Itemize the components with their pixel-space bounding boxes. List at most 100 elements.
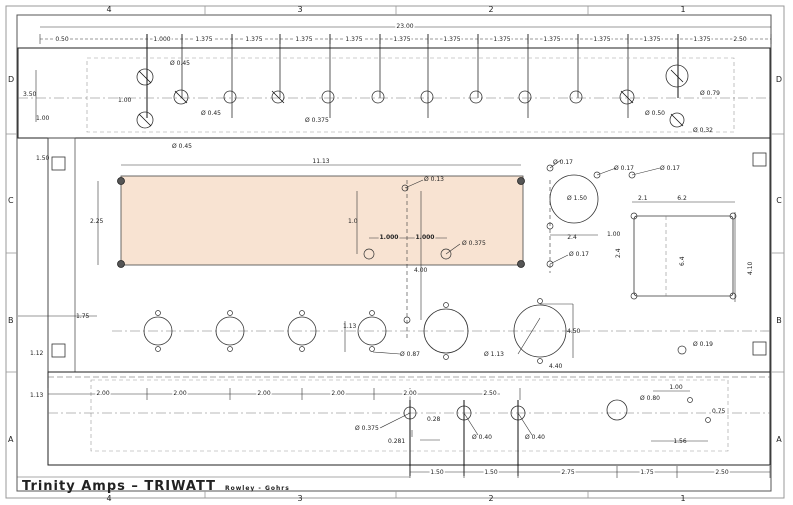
socket-screw	[369, 346, 375, 352]
back-dim-100: 1.00	[669, 384, 683, 391]
back-dim-label: 2.00	[96, 390, 110, 397]
left-dim-100a: 1.00	[118, 97, 132, 104]
zone-col-4-bottom: 4	[106, 494, 111, 503]
callout-c-017b: Ø 0.17	[614, 165, 634, 172]
top-dim-label: 1.375	[693, 36, 710, 43]
socket-screw	[155, 346, 161, 352]
top-dim-label: 0.50	[55, 36, 69, 43]
square-c-left	[51, 156, 66, 171]
dim-c-24b: 2.4	[615, 248, 622, 258]
front-panel-hole	[665, 64, 689, 88]
front-panel-hole	[136, 68, 154, 86]
front-panel-hole	[569, 90, 583, 104]
zone-row-a-left: A	[8, 435, 14, 444]
front-panel-hole	[469, 90, 483, 104]
callout-d-032: Ø 0.32	[693, 127, 713, 134]
dim-c-64: 6.4	[679, 256, 686, 266]
top-dim-label: 1.375	[543, 36, 560, 43]
callout-a-040a: Ø 0.40	[472, 434, 492, 441]
socket-screw	[369, 310, 375, 316]
callout-d-045a: Ø 0.45	[170, 60, 190, 67]
pcb-width-label: 11.13	[312, 158, 329, 165]
front-hole-leader	[670, 69, 684, 83]
socket-screw	[443, 302, 449, 308]
back-small-hole	[705, 417, 711, 423]
pcb-1000-b: 1.000	[416, 234, 435, 241]
front-hole-leader	[138, 113, 152, 127]
left-dim-113: 1.13	[30, 392, 44, 399]
zone-row-b-right: B	[776, 316, 782, 325]
back-small-hole	[687, 397, 693, 403]
callout-c-0375: Ø 0.375	[462, 240, 486, 247]
pcb-mount-hole	[117, 260, 125, 268]
socket-screw	[227, 346, 233, 352]
callout-d-079: Ø 0.79	[700, 90, 720, 97]
base-dim-label: 1.75	[640, 469, 654, 476]
zone-col-2-bottom: 2	[488, 494, 493, 503]
socket-screw	[155, 310, 161, 316]
callout-d-050: Ø 0.50	[645, 110, 665, 117]
left-dim-175: 1.75	[76, 313, 90, 320]
socket-screw	[299, 310, 305, 316]
front-panel-hole	[173, 89, 189, 105]
front-panel-hole	[271, 90, 285, 104]
square-b-right	[752, 341, 767, 356]
callout-b-019: Ø 0.19	[693, 341, 713, 348]
callout-c-017d: Ø 0.17	[569, 251, 589, 258]
dim-b-440: 4.40	[549, 363, 563, 370]
callout-d-045b: Ø 0.45	[201, 110, 221, 117]
left-dim-350: 3.50	[23, 91, 37, 98]
pcb-height-label: 2.25	[90, 218, 104, 225]
c-hole-1	[546, 164, 554, 172]
callout-c-150: Ø 1.50	[567, 195, 587, 202]
zone-row-d-left: D	[8, 75, 14, 84]
back-panel-hole	[606, 399, 628, 421]
socket-screw	[537, 358, 543, 364]
c-hole-3	[546, 260, 554, 268]
top-dim-label: 1.375	[195, 36, 212, 43]
zone-row-c-left: C	[8, 196, 14, 205]
tube-socket	[423, 308, 469, 354]
b-small-hole	[677, 345, 687, 355]
dim-c-21: 2.1	[638, 195, 648, 202]
zone-row-b-left: B	[8, 316, 14, 325]
back-panel	[47, 371, 771, 466]
callout-b-113: Ø 1.13	[484, 351, 504, 358]
zone-col-2-top: 2	[488, 5, 493, 14]
callout-c-017a: Ø 0.17	[553, 159, 573, 166]
transformer-cutout	[633, 215, 734, 297]
back-dim-0281: 0.281	[388, 438, 405, 445]
pcb-pot-left	[363, 248, 375, 260]
title-block-authors: Rowley - Gohrs	[225, 485, 290, 492]
back-dim-028: 0.28	[427, 416, 441, 423]
socket-screw	[299, 346, 305, 352]
tube-socket	[215, 316, 245, 346]
callout-d-0375: Ø 0.375	[305, 117, 329, 124]
tube-socket	[357, 316, 387, 346]
pcb-mount-holes	[117, 177, 525, 268]
socket-screw	[227, 310, 233, 316]
callout-d-045c: Ø 0.45	[172, 143, 192, 150]
power-switch-cutout	[549, 174, 599, 224]
back-dim-label: 2.00	[403, 390, 417, 397]
front-hole-leader	[174, 90, 188, 104]
base-dim-label: 2.50	[715, 469, 729, 476]
pcb-board	[120, 175, 524, 266]
zone-row-a-right: A	[776, 435, 782, 444]
top-dim-label: 1.375	[593, 36, 610, 43]
dim-c-24: 2.4	[567, 234, 577, 241]
front-panel-hole	[420, 90, 434, 104]
zone-col-1-top: 1	[680, 5, 685, 14]
top-dim-label: 1.000	[153, 36, 170, 43]
left-dim-100b: 1.00	[36, 115, 50, 122]
front-panel-inner-dashed	[86, 57, 735, 133]
left-dim-112: 1.12	[30, 350, 44, 357]
base-dim-label: 1.50	[484, 469, 498, 476]
c-hole-2	[546, 222, 554, 230]
front-hole-leader	[670, 113, 684, 127]
front-panel-hole	[136, 111, 154, 129]
outer-frame	[5, 5, 785, 499]
zone-row-c-right: C	[776, 196, 782, 205]
top-dim-label: 1.375	[493, 36, 510, 43]
